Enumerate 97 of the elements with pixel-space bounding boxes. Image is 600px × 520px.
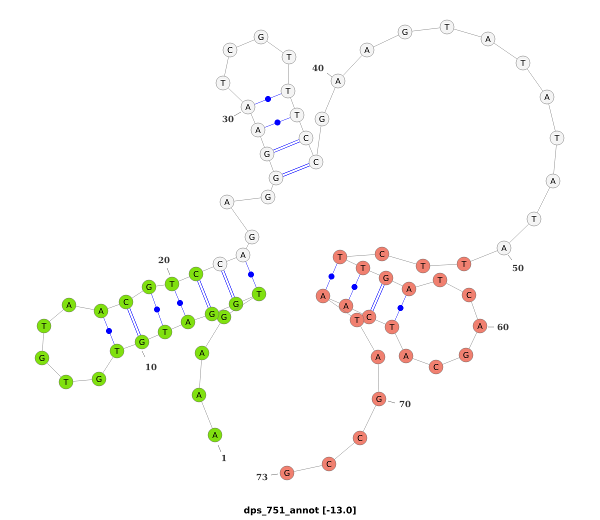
- backbone-line: [299, 122, 304, 132]
- backbone-line: [218, 306, 230, 312]
- backbone-line: [148, 334, 159, 340]
- backbone-line: [316, 126, 322, 156]
- base-pair-line: [326, 263, 338, 290]
- base-pair-line: [370, 284, 384, 311]
- position-number: 60: [488, 324, 509, 330]
- base-pair-line: [103, 318, 115, 345]
- backbone-line: [548, 104, 556, 132]
- backbone-line: [224, 56, 229, 76]
- backbone-line: [378, 364, 380, 392]
- backbone-line: [234, 198, 262, 202]
- base-pair-line: [221, 270, 235, 298]
- base-pair-line: [264, 117, 290, 128]
- backbone-line: [230, 208, 248, 232]
- base-pair-line: [282, 163, 310, 177]
- backbone-line: [242, 296, 253, 302]
- backbone-line: [201, 402, 213, 429]
- backbone-line: [236, 40, 255, 48]
- backbone-line: [294, 465, 322, 472]
- position-number: 1: [218, 444, 226, 462]
- backbone-line: [194, 316, 206, 320]
- backbone-line: [334, 442, 355, 460]
- backbone-line: [206, 322, 220, 348]
- backbone-line: [324, 87, 336, 113]
- base-pair-line: [197, 280, 211, 308]
- backbone-line: [342, 55, 362, 76]
- backbone-line: [446, 283, 463, 292]
- caption: dps_751_annot [-13.0]: [244, 506, 356, 516]
- backbone-line: [352, 308, 363, 314]
- backbone-line: [416, 282, 434, 288]
- backbone-line: [46, 362, 62, 378]
- backbone-line: [471, 302, 478, 320]
- backbone-line: [346, 254, 376, 257]
- backbone-line: [156, 284, 166, 286]
- backbone-line: [328, 300, 352, 316]
- backbone-line: [202, 266, 214, 272]
- backbone-line: [266, 40, 284, 54]
- backbone-line: [108, 304, 120, 309]
- backbone-line: [42, 333, 44, 352]
- backbone-line: [250, 113, 256, 124]
- backbone-line: [290, 98, 295, 108]
- backbone-line: [76, 306, 94, 310]
- backbone-line: [230, 298, 254, 314]
- base-pair-line: [246, 261, 256, 288]
- backbone-line: [430, 264, 458, 266]
- backbone-line: [392, 280, 403, 286]
- position-number: 40: [312, 64, 332, 78]
- base-pair-line: [127, 308, 141, 336]
- backbone-line: [494, 42, 518, 60]
- position-number: 70: [388, 400, 411, 408]
- backbone-line: [526, 68, 544, 92]
- backbone-line: [375, 320, 386, 324]
- backbone-line: [454, 28, 482, 38]
- base-pair-line: [348, 274, 360, 300]
- backbone-line: [369, 270, 380, 276]
- backbone-line: [329, 298, 340, 304]
- backbone-line: [470, 250, 498, 262]
- backbone-line: [388, 256, 416, 264]
- backbone-line: [442, 357, 460, 365]
- backbone-line: [394, 333, 404, 350]
- backbone-line: [468, 332, 478, 349]
- backbone-line: [49, 309, 64, 322]
- position-number: 30: [222, 112, 242, 122]
- base-pair-line: [174, 290, 186, 316]
- backbone-line: [260, 136, 265, 148]
- backbone-line: [360, 326, 375, 351]
- backbone-line: [537, 187, 550, 213]
- backbone-line: [171, 324, 182, 330]
- backbone-line: [308, 144, 314, 156]
- backbone-line: [124, 344, 136, 349]
- backbone-line: [553, 144, 557, 174]
- backbone-line: [373, 34, 399, 48]
- backbone-line: [412, 358, 430, 365]
- base-pair-line: [151, 294, 163, 326]
- backbone-line: [132, 290, 144, 298]
- backbone-line: [362, 405, 376, 432]
- backbone-line: [102, 356, 114, 374]
- backbone-line: [199, 360, 202, 388]
- position-number: 73: [256, 474, 278, 480]
- backbone-line: [270, 184, 274, 191]
- backbone-line: [226, 257, 236, 262]
- base-pair-line: [273, 139, 300, 153]
- backbone-line: [72, 379, 92, 382]
- backbone-line: [178, 276, 190, 282]
- backbone-line: [246, 243, 249, 249]
- backbone-line: [346, 260, 357, 266]
- backbone-line: [412, 28, 440, 32]
- backbone-line: [228, 88, 243, 102]
- position-number: 10: [142, 350, 157, 370]
- base-pair-line: [394, 295, 406, 321]
- base-pair-line: [254, 93, 282, 105]
- position-number: 20: [158, 256, 170, 276]
- position-number: 50: [508, 254, 524, 272]
- backbone-line: [269, 160, 274, 172]
- backbone-line: [508, 224, 530, 244]
- backbone-line: [288, 64, 289, 84]
